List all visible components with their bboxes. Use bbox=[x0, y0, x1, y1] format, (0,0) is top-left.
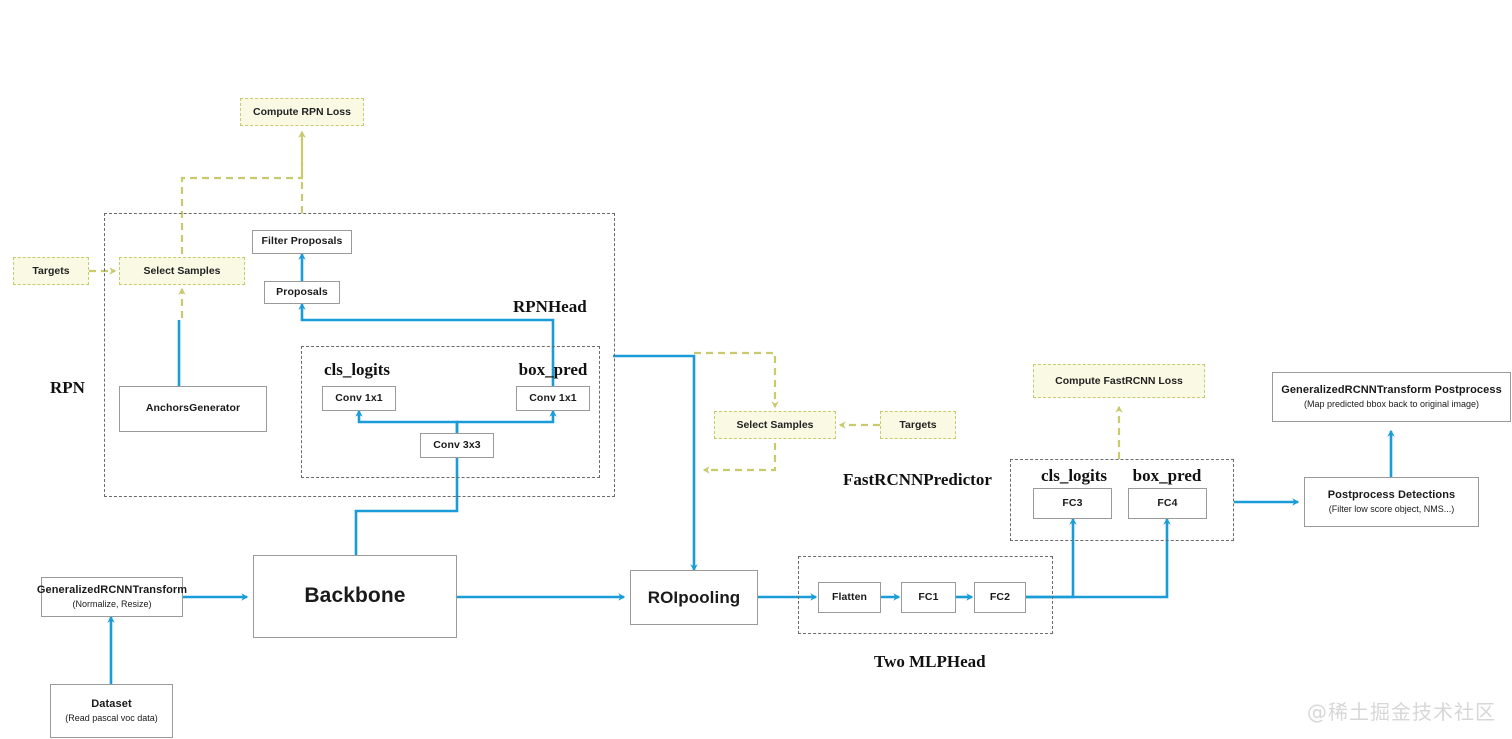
node-anchors-generator[interactable]: AnchorsGenerator bbox=[119, 386, 267, 432]
node-fc4-label: FC4 bbox=[1157, 496, 1178, 509]
node-transform-postprocess-label: GeneralizedRCNNTransform Postprocess bbox=[1281, 384, 1502, 396]
group-rpn-label: RPN bbox=[50, 378, 85, 397]
node-rpn-conv1x1-cls-label: Conv 1x1 bbox=[335, 391, 383, 404]
node-proposals-label: Proposals bbox=[276, 285, 328, 298]
node-select-samples-rpn-label: Select Samples bbox=[143, 265, 221, 277]
group-rpn-head-label: RPNHead bbox=[513, 297, 587, 316]
node-rpn-conv1x1-box-label: Conv 1x1 bbox=[529, 391, 577, 404]
node-targets-rpn-label: Targets bbox=[32, 265, 70, 277]
node-generalized-rcnn-transform-sub: (Normalize, Resize) bbox=[72, 598, 152, 609]
node-compute-rpn-loss-label: Compute RPN Loss bbox=[252, 106, 351, 118]
group-fastrcnn-predictor bbox=[1010, 459, 1234, 541]
node-select-samples-fastrcnn[interactable]: Select Samples bbox=[714, 411, 836, 439]
node-targets-fastrcnn-label: Targets bbox=[899, 419, 937, 431]
rpn-cls-logits-header: cls_logits bbox=[323, 360, 391, 379]
node-generalized-rcnn-transform[interactable]: GeneralizedRCNNTransform (Normalize, Res… bbox=[37, 577, 187, 617]
node-compute-fastrcnn-loss[interactable]: Compute FastRCNN Loss bbox=[1033, 364, 1205, 398]
node-generalized-rcnn-transform-label: GeneralizedRCNNTransform bbox=[36, 584, 188, 596]
node-postprocess-detections-sub: (Filter low score object, NMS...) bbox=[1328, 503, 1455, 514]
group-fastrcnn-predictor-label: FastRCNNPredictor bbox=[843, 470, 992, 489]
group-two-mlp-head bbox=[798, 556, 1053, 634]
node-postprocess-detections[interactable]: Postprocess Detections (Filter low score… bbox=[1304, 477, 1479, 527]
node-fc3[interactable]: FC3 bbox=[1033, 488, 1112, 519]
node-fc3-label: FC3 bbox=[1062, 496, 1083, 509]
node-targets-rpn[interactable]: Targets bbox=[13, 257, 89, 285]
node-roipooling[interactable]: ROIpooling bbox=[630, 570, 758, 625]
node-fc4[interactable]: FC4 bbox=[1128, 488, 1207, 519]
node-fc1[interactable]: FC1 bbox=[901, 582, 956, 613]
node-fc1-label: FC1 bbox=[918, 590, 939, 603]
node-fc2-label: FC2 bbox=[989, 590, 1011, 603]
frcnn-cls-logits-header: cls_logits bbox=[1040, 466, 1108, 485]
node-rpn-conv3x3[interactable]: Conv 3x3 bbox=[420, 433, 494, 458]
rpn-box-pred-header: box_pred bbox=[518, 360, 588, 379]
node-dataset-sub: (Read pascal voc data) bbox=[65, 712, 158, 723]
node-flatten[interactable]: Flatten bbox=[818, 582, 881, 613]
node-backbone[interactable]: Backbone bbox=[253, 555, 457, 638]
group-rpn bbox=[104, 213, 615, 497]
group-two-mlp-head-label: Two MLPHead bbox=[874, 652, 986, 671]
node-compute-rpn-loss[interactable]: Compute RPN Loss bbox=[240, 98, 364, 126]
node-dataset-label: Dataset bbox=[91, 698, 132, 710]
node-compute-fastrcnn-loss-label: Compute FastRCNN Loss bbox=[1055, 375, 1183, 387]
node-flatten-label: Flatten bbox=[831, 590, 868, 603]
node-transform-postprocess[interactable]: GeneralizedRCNNTransform Postprocess (Ma… bbox=[1272, 372, 1511, 422]
node-rpn-conv3x3-label: Conv 3x3 bbox=[433, 438, 481, 451]
node-backbone-label: Backbone bbox=[304, 584, 406, 608]
node-anchors-generator-label: AnchorsGenerator bbox=[145, 402, 241, 415]
group-rpn-head bbox=[301, 346, 600, 478]
node-roipooling-label: ROIpooling bbox=[647, 587, 741, 607]
watermark: @稀土掘金技术社区 bbox=[1307, 700, 1496, 724]
node-select-samples-fastrcnn-label: Select Samples bbox=[736, 419, 814, 431]
frcnn-box-pred-header: box_pred bbox=[1132, 466, 1202, 485]
node-proposals[interactable]: Proposals bbox=[264, 281, 340, 304]
node-postprocess-detections-label: Postprocess Detections bbox=[1327, 489, 1456, 501]
node-dataset[interactable]: Dataset (Read pascal voc data) bbox=[50, 684, 173, 738]
node-rpn-conv1x1-box[interactable]: Conv 1x1 bbox=[516, 386, 590, 411]
node-filter-proposals[interactable]: Filter Proposals bbox=[252, 230, 352, 254]
node-transform-postprocess-sub: (Map predicted bbox back to original ima… bbox=[1303, 398, 1480, 409]
node-targets-fastrcnn[interactable]: Targets bbox=[880, 411, 956, 439]
node-fc2[interactable]: FC2 bbox=[974, 582, 1026, 613]
node-select-samples-rpn[interactable]: Select Samples bbox=[119, 257, 245, 285]
node-filter-proposals-label: Filter Proposals bbox=[261, 235, 343, 248]
node-rpn-conv1x1-cls[interactable]: Conv 1x1 bbox=[322, 386, 396, 411]
